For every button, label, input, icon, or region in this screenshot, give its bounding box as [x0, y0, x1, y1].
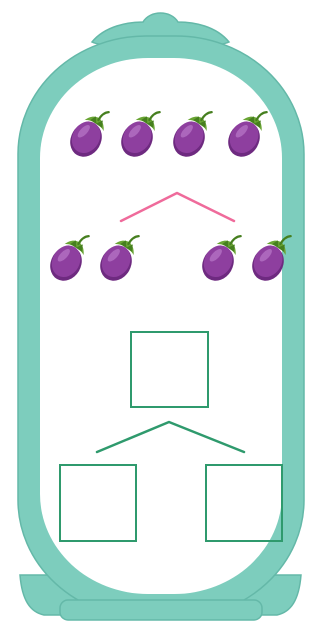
frame-base	[60, 600, 262, 620]
